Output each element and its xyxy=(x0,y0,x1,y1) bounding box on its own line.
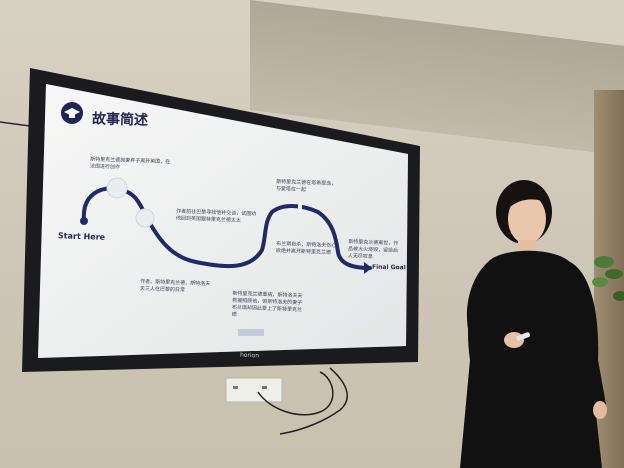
start-dot xyxy=(80,217,88,225)
slide-thumbnail xyxy=(238,329,264,336)
story-path xyxy=(81,186,372,270)
black-dress xyxy=(460,250,602,468)
cable xyxy=(279,367,348,435)
cable xyxy=(257,371,334,416)
road-gap xyxy=(298,204,302,212)
milestone-bubble xyxy=(135,208,155,228)
face xyxy=(508,194,546,244)
clicker xyxy=(516,332,531,341)
milestone-bubble xyxy=(106,177,128,199)
wall-wire xyxy=(0,121,31,127)
goal-arrow-icon xyxy=(364,262,372,274)
power-outlet xyxy=(225,377,283,403)
